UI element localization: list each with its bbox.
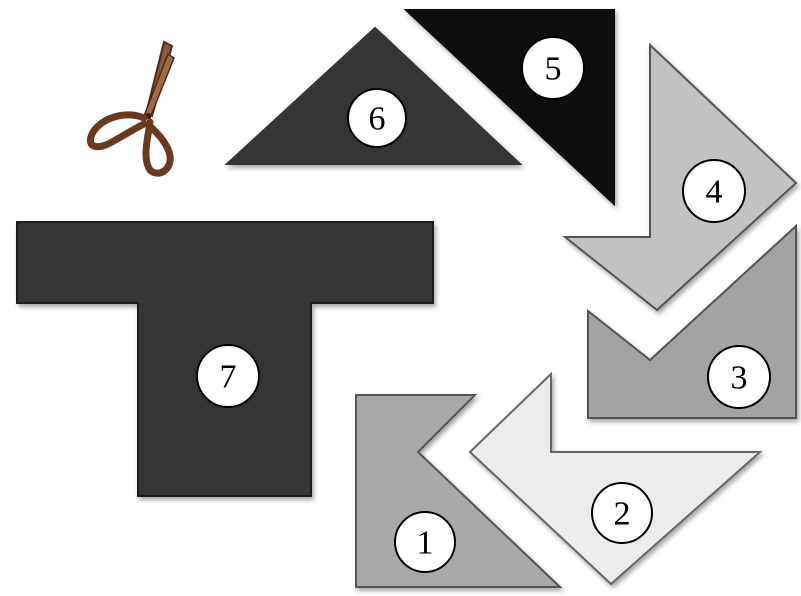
piece-4-label: 4 — [706, 174, 723, 211]
piece-1-label: 1 — [417, 525, 434, 562]
piece-6-label: 6 — [369, 101, 386, 138]
piece-2-label: 2 — [614, 496, 631, 533]
piece-7-label: 7 — [220, 359, 237, 396]
piece-5-label: 5 — [545, 51, 562, 88]
scissors-icon — [90, 42, 174, 173]
piece-3-label: 3 — [731, 360, 748, 397]
